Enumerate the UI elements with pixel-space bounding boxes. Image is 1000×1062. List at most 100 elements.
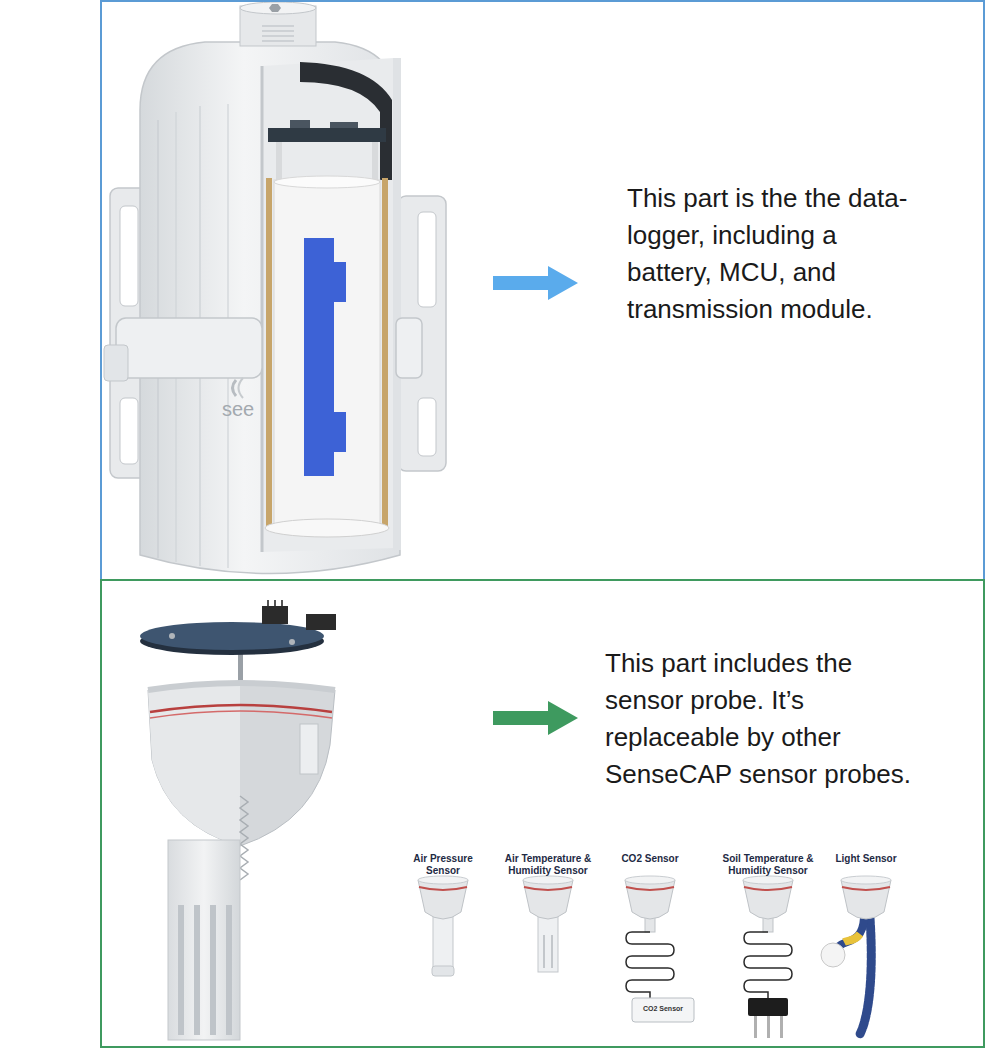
probe-head [418,880,468,919]
battery-label [304,238,346,476]
gooseneck-joint [844,934,860,942]
mount-slot [418,212,436,307]
seal-ring [626,887,674,890]
screw [169,633,175,639]
sensor-probe-illustration [140,600,336,1040]
probe-rim [841,876,891,884]
mcu-board [268,128,386,142]
thread [262,26,294,27]
standoff [372,142,378,180]
probe-stem [538,916,558,972]
probe-head [841,880,891,919]
probe-stem [433,916,453,968]
light-dome [821,943,845,967]
battery-rod [382,178,388,528]
probe-slit [178,905,184,1035]
mount-slot [418,398,436,456]
probe-slit [210,905,216,1035]
thread [240,796,248,880]
pin [281,600,283,606]
standoff [276,142,282,180]
battery [274,180,380,525]
chip [290,120,310,128]
probe-head [743,880,793,919]
connector [262,606,288,624]
module-label: CO2 Sensor [632,1005,694,1013]
pin [274,600,276,606]
mount-slot [120,206,138,306]
thread [262,36,294,37]
connector [306,614,336,630]
pointer-arrow [493,701,578,735]
probe-rim [743,876,793,884]
sensor-name: CO2 Sensor [604,853,696,865]
mount-slot [120,398,138,464]
sensor-name: Light Sensor [820,853,912,865]
probe-tip [432,966,454,976]
sensor-name: Soil Temperature & Humidity Sensor [722,853,814,876]
thread [262,41,294,42]
probe-tube [168,840,240,1040]
panel-caption: This part includes the sensor probe. It’… [605,645,923,793]
inner-shell [300,62,392,180]
probe-cable [626,932,674,998]
probe-slit [543,935,545,968]
data-logger-illustration [104,2,446,574]
co2-probe-icon [625,876,694,1022]
soil-probe-body [748,998,788,1016]
housing-rim [148,683,335,690]
probe-rim [523,876,573,884]
pointer-arrow [493,266,578,300]
sensor-pcb [140,622,324,650]
battery-rod [266,178,272,528]
hex-socket [269,4,281,12]
panel-box: This part includes the sensor probe. It’… [100,579,985,1048]
cap-top [240,2,316,14]
sensor-name: Air Pressure Sensor [400,853,486,876]
clamp-band [116,318,262,378]
battery-top [274,176,380,188]
probe-slit [194,905,200,1035]
inner-post [300,724,318,774]
probe-slit [226,905,232,1035]
probe-head [625,880,675,919]
bottom-disc [265,519,389,537]
clamp-tab [104,345,128,381]
soil-prong [767,1016,770,1038]
thread [262,31,294,32]
probe-rim [418,876,468,884]
seal-ring [842,887,890,890]
soil-probe-icon [743,876,793,1038]
probe-cable [744,932,792,998]
cutaway-interior [262,58,396,552]
sensor-name: Air Temperature & Humidity Sensor [502,853,594,876]
logo-mark [239,378,244,398]
logger-housing [140,42,400,574]
co2-module [632,998,694,1022]
seal-ring [150,711,332,718]
cut-edge [261,66,264,552]
screw [289,639,295,645]
soil-prong [754,1016,757,1038]
seal-ring [419,887,467,890]
seal-ring [744,887,792,890]
cut-wall [393,58,401,550]
panel-caption: This part is the the data-logger, includ… [627,180,927,328]
temp-humidity-probe-icon [523,876,573,972]
probe-head [523,880,573,919]
logo-mark [233,380,237,396]
panel-box: This part is the the data-logger, includ… [100,0,985,581]
clamp-band [396,318,422,378]
soil-prong [780,1016,783,1038]
light-probe-icon [821,876,891,1034]
seal-ring [524,887,572,890]
chip [330,122,358,128]
probe-rim [625,876,675,884]
probe-slit [551,935,553,968]
pressure-probe-icon [418,876,468,976]
brand-logo: see [222,398,258,421]
